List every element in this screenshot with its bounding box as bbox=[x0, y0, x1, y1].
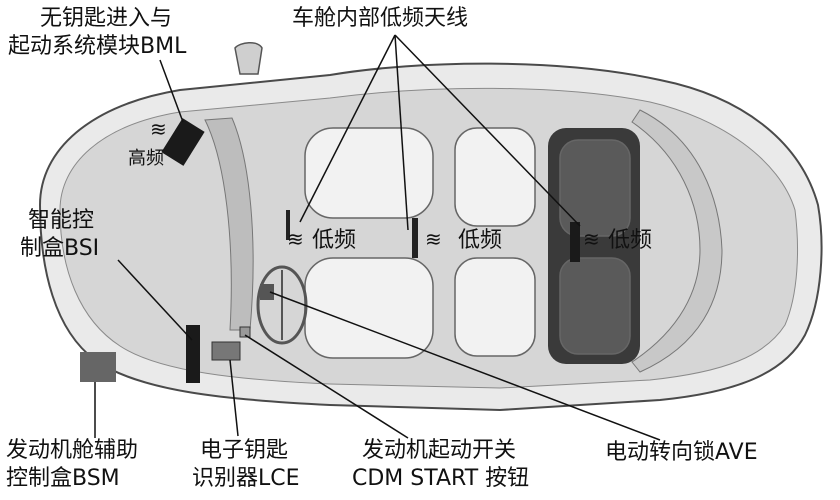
hf-label: 高频 bbox=[128, 148, 164, 169]
lce-module bbox=[211, 341, 241, 361]
cdm-label-line1: 发动机起动开关 bbox=[362, 438, 517, 463]
lf-label-1: 低频 bbox=[312, 228, 357, 253]
wireless-wave-icon: ≋ bbox=[287, 227, 304, 251]
lf-label-2: 低频 bbox=[458, 228, 503, 253]
antenna-1 bbox=[286, 210, 290, 240]
lce-label-line2: 识别器LCE bbox=[192, 466, 300, 491]
bsm-module bbox=[80, 352, 116, 382]
antenna-title: 车舱内部低频天线 bbox=[292, 6, 469, 31]
ave-label: 电动转向锁AVE bbox=[605, 440, 758, 465]
lf-label-3: 低频 bbox=[608, 228, 653, 253]
antenna-2 bbox=[412, 218, 418, 258]
bml-label-line1: 无钥匙进入与 bbox=[40, 6, 173, 31]
bsm-label-line1: 发动机舱辅助 bbox=[6, 438, 139, 463]
wireless-wave-icon: ≋ bbox=[150, 117, 167, 141]
bml-module bbox=[161, 118, 205, 166]
bsm-label-line2: 控制盒BSM bbox=[6, 466, 120, 491]
wireless-wave-icon: ≋ bbox=[425, 227, 442, 251]
leader-lines bbox=[94, 34, 661, 441]
bsi-label-line2: 制盒BSI bbox=[20, 236, 100, 261]
wireless-wave-icon: ≋ bbox=[583, 227, 600, 251]
bml-label-line2: 起动系统模块BML bbox=[8, 34, 187, 59]
cdm-label-line2: CDM START 按钮 bbox=[352, 466, 530, 491]
bsi-module bbox=[186, 325, 200, 383]
lce-label-line1: 电子钥匙 bbox=[200, 438, 289, 463]
bsi-label-line1: 智能控 bbox=[28, 208, 95, 233]
ave-lock bbox=[260, 284, 274, 300]
cdm-button bbox=[239, 326, 251, 338]
antenna-3 bbox=[570, 222, 580, 262]
